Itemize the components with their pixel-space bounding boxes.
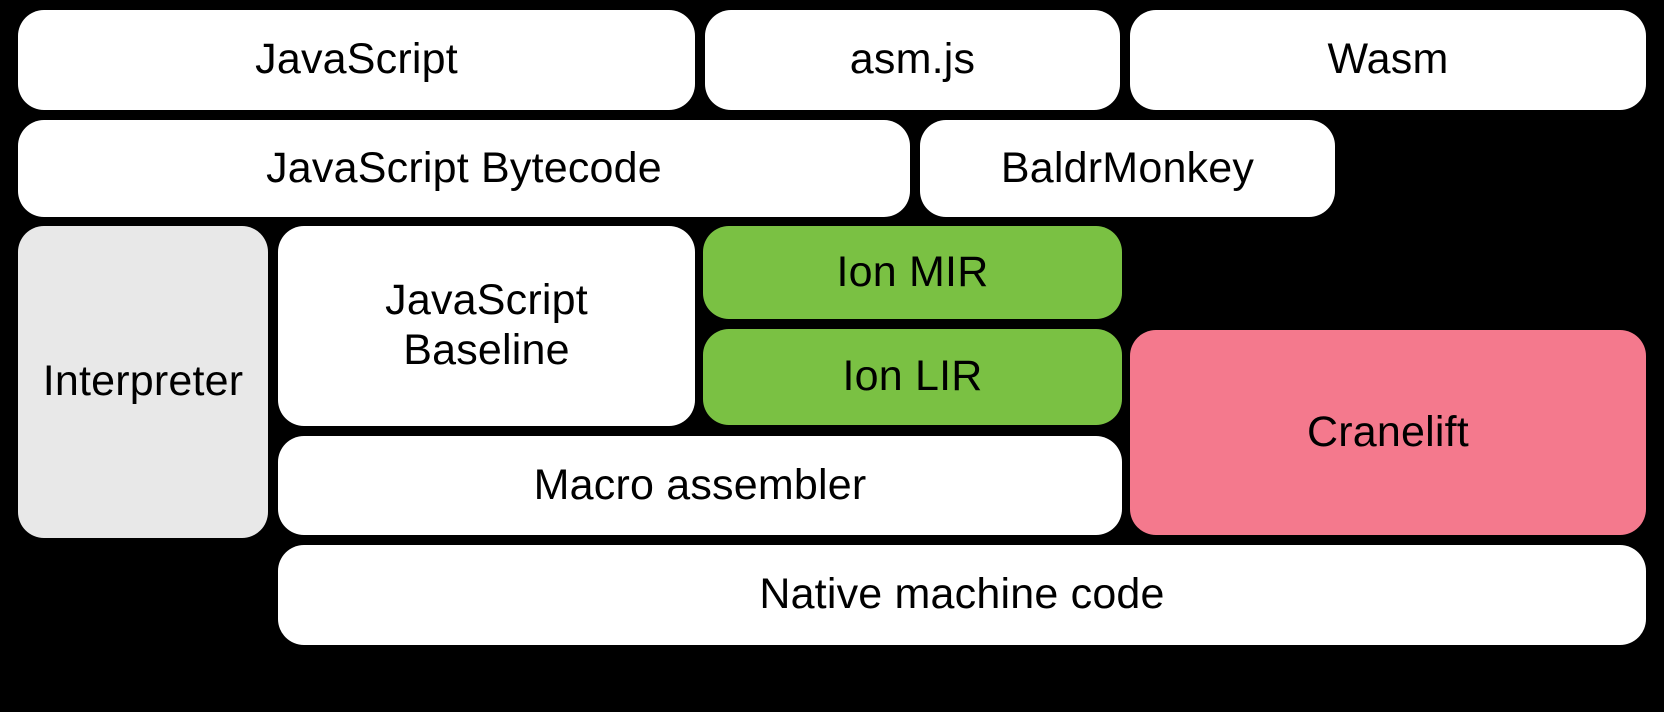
node-macro-assembler[interactable]: Macro assembler bbox=[278, 436, 1122, 535]
node-native-machine-code[interactable]: Native machine code bbox=[278, 545, 1646, 645]
node-label: Interpreter bbox=[42, 357, 244, 406]
node-label: Ion LIR bbox=[842, 352, 983, 401]
node-javascript-baseline[interactable]: JavaScript Baseline bbox=[278, 226, 695, 426]
node-label: JavaScript Bytecode bbox=[266, 143, 662, 192]
node-label: asm.js bbox=[849, 35, 976, 84]
node-label: Native machine code bbox=[759, 570, 1165, 619]
node-javascript[interactable]: JavaScript bbox=[18, 10, 695, 110]
node-interpreter[interactable]: Interpreter bbox=[18, 226, 268, 538]
node-label: JavaScript bbox=[255, 35, 458, 84]
node-label: Wasm bbox=[1327, 35, 1449, 84]
node-cranelift[interactable]: Cranelift bbox=[1130, 330, 1646, 535]
node-ion-mir[interactable]: Ion MIR bbox=[703, 226, 1122, 319]
node-label: JavaScript Baseline bbox=[385, 276, 588, 374]
node-wasm[interactable]: Wasm bbox=[1130, 10, 1646, 110]
node-label: Macro assembler bbox=[533, 460, 867, 509]
node-asm-js[interactable]: asm.js bbox=[705, 10, 1120, 110]
node-label: BaldrMonkey bbox=[1000, 143, 1255, 192]
node-label: Cranelift bbox=[1307, 407, 1469, 456]
node-ion-lir[interactable]: Ion LIR bbox=[703, 329, 1122, 425]
node-baldrmonkey[interactable]: BaldrMonkey bbox=[920, 120, 1335, 217]
node-javascript-bytecode[interactable]: JavaScript Bytecode bbox=[18, 120, 910, 217]
node-label: Ion MIR bbox=[836, 247, 989, 296]
